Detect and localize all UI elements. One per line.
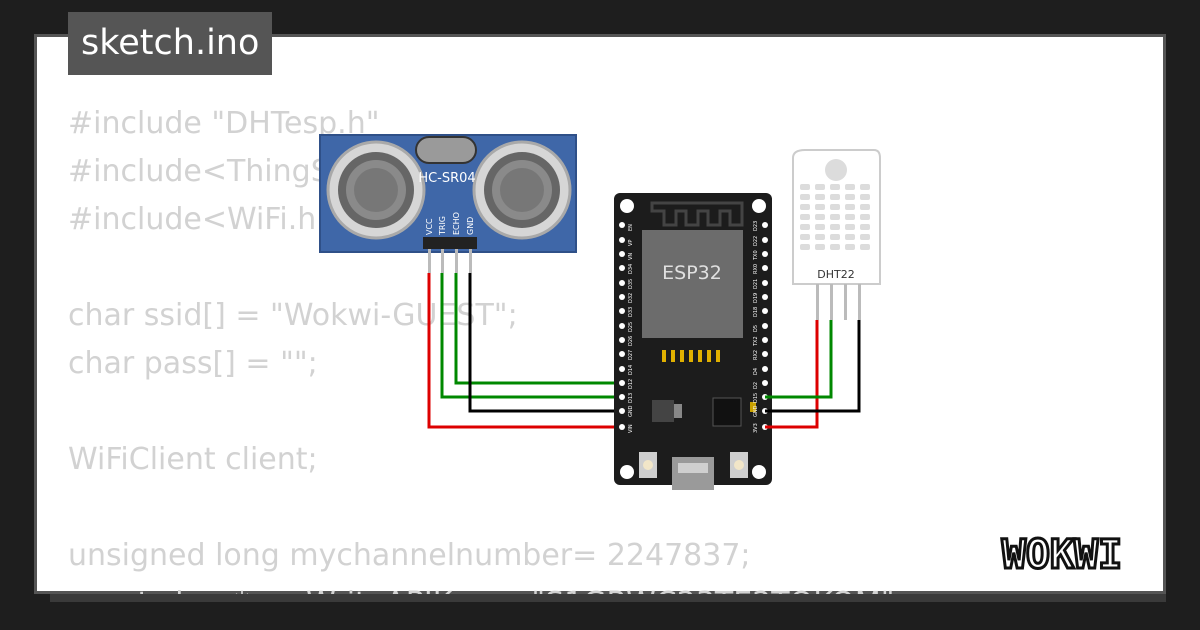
boot-button[interactable]: [639, 452, 657, 478]
dht22-vent: [860, 234, 870, 240]
esp32-pin-label: VIN: [628, 424, 634, 433]
hc-sr04-sensor[interactable]: HC-SR04 VCC TRIG ECHO GND: [319, 134, 577, 273]
esp32-pin-label: D34: [628, 264, 634, 274]
dht22-vent: [860, 214, 870, 220]
wokwi-logo: WOKWI: [1000, 531, 1123, 579]
dht22-vent: [800, 184, 810, 190]
dht22-sensor[interactable]: DHT22: [792, 148, 881, 320]
code-line: #include<WiFi.h>: [68, 202, 342, 237]
code-line: #include "DHTesp.h": [68, 106, 380, 141]
esp32-pin-label: D25: [628, 322, 634, 332]
pin-label-echo: ECHO: [452, 212, 461, 235]
esp32-pin-label: TX0: [753, 250, 759, 261]
esp32-pin-label: RX2: [753, 350, 759, 360]
pin-label-trig: TRIG: [438, 216, 447, 236]
dht22-vent: [845, 184, 855, 190]
dht22-vent: [815, 234, 825, 240]
dht22-vent: [860, 194, 870, 200]
esp32-pin-label: EN: [628, 224, 634, 231]
dht22-vent: [815, 194, 825, 200]
dht22-vent: [860, 184, 870, 190]
code-line: unsigned long mychannelnumber= 2247837;: [68, 538, 751, 573]
esp32-pin-label: GND: [753, 405, 759, 417]
esp32-pin-label: 3V3: [753, 423, 759, 433]
esp32-pin-label: D23: [753, 221, 759, 231]
esp32-pin-label: VP: [628, 240, 634, 246]
esp32-pin-label: D32: [628, 293, 634, 303]
hc-sr04-label: HC-SR04: [418, 171, 475, 186]
wires-ultrasonic: [427, 273, 622, 429]
esp32-pin-label: D13: [628, 393, 634, 403]
dht22-vent: [845, 214, 855, 220]
transducer-right: [472, 140, 572, 240]
dht22-vent: [815, 224, 825, 230]
dht22-vent: [830, 244, 840, 250]
dht22-vent: [830, 204, 840, 210]
esp32-board[interactable]: ESP32: [614, 193, 772, 490]
esp32-label: ESP32: [662, 262, 722, 284]
esp32-pin-label: D21: [753, 279, 759, 289]
esp32-pin-label: D2: [753, 382, 759, 389]
pin-label-vcc: VCC: [425, 218, 434, 235]
code-line: char ssid[] = "Wokwi-GUEST";: [68, 298, 518, 333]
dht22-vent: [815, 184, 825, 190]
esp32-pin-label: D22: [753, 236, 759, 246]
dht22-vent: [860, 244, 870, 250]
pin-label-gnd: GND: [466, 217, 475, 235]
svg-text:WOKWI: WOKWI: [1002, 532, 1122, 578]
dht22-label: DHT22: [817, 268, 854, 281]
en-button[interactable]: [730, 452, 748, 478]
dht22-vent: [830, 214, 840, 220]
esp32-pin-label: D4: [753, 368, 759, 375]
esp32-pin-label: D19: [753, 293, 759, 303]
esp32-pin-label: D33: [628, 307, 634, 317]
dht22-vent: [830, 184, 840, 190]
dht22-vent: [800, 224, 810, 230]
esp32-pin-label: VN: [628, 253, 634, 260]
dht22-vent: [800, 204, 810, 210]
esp32-pin-label: RX0: [753, 264, 759, 274]
file-tab[interactable]: sketch.ino: [68, 12, 273, 75]
esp32-pin-label: D27: [628, 350, 634, 360]
dht22-vent: [830, 234, 840, 240]
transducer-left: [326, 140, 426, 240]
esp32-pin-label: D18: [753, 307, 759, 317]
file-tab-label: sketch.ino: [81, 23, 260, 63]
dht22-vent: [845, 194, 855, 200]
esp32-pin-label: D35: [628, 279, 634, 289]
card-bottom-shadow: [50, 594, 1166, 602]
dht22-vent: [830, 224, 840, 230]
esp32-pin-label: D5: [753, 325, 759, 332]
dht22-vent: [800, 214, 810, 220]
code-line: WiFiClient client;: [68, 442, 318, 477]
esp32-pin-label: D15: [753, 393, 759, 403]
usb-port: [672, 457, 714, 490]
dht22-vent: [815, 244, 825, 250]
dht22-vent: [845, 244, 855, 250]
esp32-pin-label: TX2: [753, 336, 759, 347]
dht22-vent: [845, 224, 855, 230]
dht22-vent: [860, 204, 870, 210]
code-card: [34, 34, 1166, 594]
dht22-vent: [845, 204, 855, 210]
dht22-vent: [815, 204, 825, 210]
dht22-vent: [860, 224, 870, 230]
dht22-vent: [800, 194, 810, 200]
dht22-vent: [800, 234, 810, 240]
dht22-vent: [830, 194, 840, 200]
esp32-pin-label: D12: [628, 379, 634, 389]
esp32-pin-label: D26: [628, 336, 634, 346]
esp32-pin-label: GND: [628, 405, 634, 417]
dht22-vent: [845, 234, 855, 240]
code-line: char pass[] = "";: [68, 346, 318, 381]
dht22-vent: [800, 244, 810, 250]
wires-dht22: [765, 320, 861, 429]
dht22-vent: [815, 214, 825, 220]
esp32-pin-label: D14: [628, 365, 634, 375]
